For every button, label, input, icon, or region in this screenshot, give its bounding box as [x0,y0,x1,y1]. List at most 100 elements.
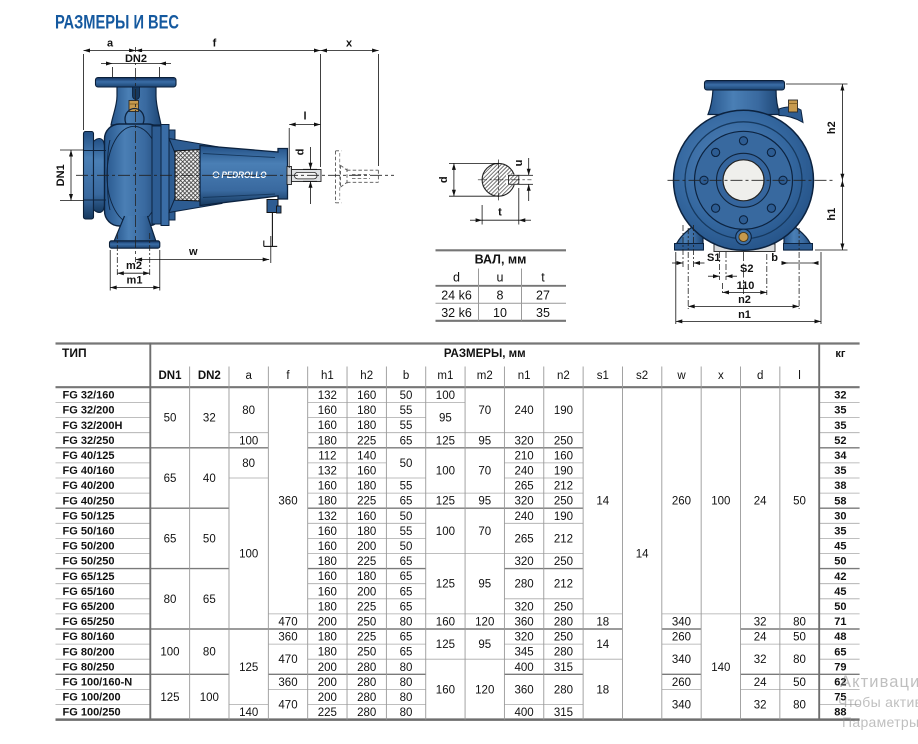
svg-text:65: 65 [400,586,413,598]
svg-text:70: 70 [478,465,491,477]
svg-text:340: 340 [672,616,691,628]
svg-text:470: 470 [278,616,297,628]
svg-text:200: 200 [318,677,337,689]
svg-text:80: 80 [164,594,177,606]
svg-text:h2: h2 [360,370,373,382]
svg-text:32 k6: 32 k6 [441,306,472,320]
svg-text:80: 80 [400,616,413,628]
svg-text:FG 50/250: FG 50/250 [63,556,115,568]
svg-text:FG 65/160: FG 65/160 [63,586,115,598]
svg-text:50: 50 [793,677,806,689]
svg-text:125: 125 [160,692,179,704]
svg-text:45: 45 [834,586,846,598]
svg-text:100: 100 [436,465,455,477]
svg-text:345: 345 [515,647,534,659]
svg-text:n1: n1 [518,370,531,382]
svg-text:FG 32/200H: FG 32/200H [63,420,123,432]
svg-text:FG 100/200: FG 100/200 [63,692,121,704]
svg-text:95: 95 [478,496,491,508]
svg-text:DN2: DN2 [198,370,221,382]
svg-text:225: 225 [357,601,376,613]
svg-text:132: 132 [318,465,337,477]
svg-text:n2: n2 [738,294,751,306]
svg-text:112: 112 [318,450,336,462]
svg-text:32: 32 [754,654,767,666]
svg-text:190: 190 [554,405,573,417]
svg-text:65: 65 [164,473,177,485]
svg-text:65: 65 [400,632,413,644]
svg-text:FG 32/250: FG 32/250 [63,435,115,447]
svg-text:Активация Windows: Активация Windows [840,673,918,691]
svg-text:42: 42 [834,571,846,583]
svg-text:DN1: DN1 [55,164,67,186]
svg-text:75: 75 [834,692,846,704]
svg-text:80: 80 [242,405,255,417]
svg-text:w: w [676,370,686,382]
svg-text:h2: h2 [826,121,838,134]
svg-text:14: 14 [596,639,609,651]
svg-text:S2: S2 [740,263,753,275]
svg-text:FG 80/160: FG 80/160 [63,631,115,643]
svg-text:100: 100 [436,390,455,402]
svg-text:200: 200 [318,662,337,674]
svg-text:34: 34 [834,450,847,462]
svg-text:FG 32/160: FG 32/160 [63,390,115,402]
svg-text:52: 52 [834,435,846,447]
svg-text:160: 160 [318,405,337,417]
svg-text:225: 225 [357,435,376,447]
svg-text:РАЗМЕРЫ И ВЕС: РАЗМЕРЫ И ВЕС [55,13,179,34]
svg-text:35: 35 [834,465,846,477]
svg-text:a: a [245,370,252,382]
svg-text:80: 80 [242,458,255,470]
svg-text:m1: m1 [437,370,453,382]
svg-text:b: b [771,252,778,264]
svg-text:70: 70 [478,405,491,417]
svg-text:Параметры активации: Параметры активации [842,714,918,730]
svg-text:50: 50 [834,601,846,613]
svg-text:50: 50 [400,511,413,523]
svg-text:50: 50 [793,632,806,644]
svg-text:35: 35 [834,526,846,538]
svg-text:62: 62 [834,677,846,689]
svg-text:280: 280 [357,662,376,674]
svg-text:212: 212 [554,533,573,545]
svg-text:140: 140 [239,707,258,719]
svg-text:x: x [718,370,724,382]
svg-text:120: 120 [475,684,494,696]
svg-text:h1: h1 [321,370,334,382]
svg-text:160: 160 [436,616,455,628]
svg-text:132: 132 [318,390,337,402]
svg-text:50: 50 [834,556,846,568]
svg-text:225: 225 [318,707,337,719]
svg-text:55: 55 [400,420,413,432]
svg-text:225: 225 [357,632,376,644]
svg-text:280: 280 [554,647,573,659]
svg-text:225: 225 [357,496,376,508]
svg-text:95: 95 [478,639,491,651]
svg-text:260: 260 [672,632,691,644]
svg-text:32: 32 [203,413,216,425]
svg-text:55: 55 [400,481,413,493]
svg-text:55: 55 [400,405,413,417]
svg-text:РАЗМЕРЫ, мм: РАЗМЕРЫ, мм [444,348,526,360]
svg-text:t: t [498,207,502,219]
svg-text:250: 250 [357,616,376,628]
svg-text:d: d [295,149,307,156]
svg-text:65: 65 [400,435,413,447]
svg-text:50: 50 [793,496,806,508]
svg-text:50: 50 [400,390,413,402]
svg-text:95: 95 [478,435,491,447]
svg-text:160: 160 [318,481,337,493]
svg-text:m2: m2 [126,260,142,272]
svg-text:240: 240 [515,405,534,417]
svg-text:260: 260 [672,496,691,508]
svg-text:35: 35 [834,420,846,432]
svg-text:212: 212 [554,481,573,493]
svg-text:80: 80 [400,692,413,704]
svg-text:55: 55 [400,526,413,538]
svg-text:30: 30 [834,510,846,522]
svg-text:65: 65 [203,594,216,606]
svg-text:470: 470 [278,654,297,666]
svg-text:FG 40/160: FG 40/160 [63,465,115,477]
svg-text:a: a [107,38,114,50]
